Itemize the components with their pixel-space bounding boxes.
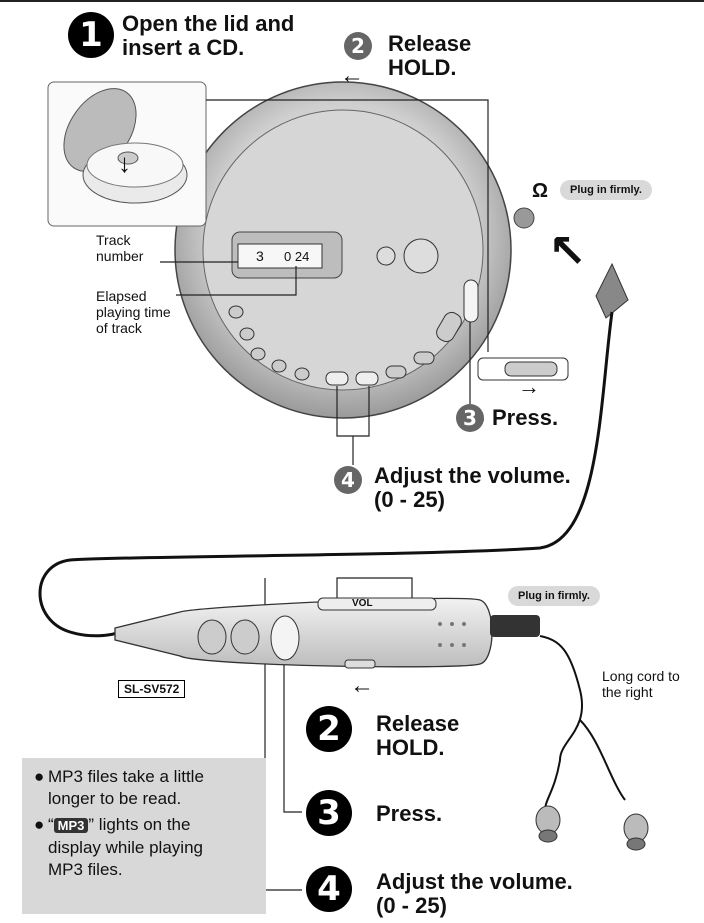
step-3-badge: 3 [456, 404, 484, 432]
arrow-down-icon: ↓ [118, 148, 131, 178]
cd-inset [47, 81, 207, 227]
top-rule [0, 0, 704, 2]
remote-step-3-badge: 3 [306, 790, 352, 836]
step-3-label: Press. [492, 405, 559, 430]
remote-step-3-label: Press. [376, 801, 443, 826]
mp3-note-1-text: MP3 files take a little longer to be rea… [48, 767, 204, 808]
headphone-icon: Ω [532, 180, 549, 202]
remote-control [114, 597, 540, 669]
model-label: SL-SV572 [118, 680, 186, 698]
mp3-note-1: ● MP3 files take a little longer to be r… [34, 767, 204, 808]
arrow-left-icon: ← [350, 672, 374, 699]
mp3-note-box [22, 758, 266, 914]
step-4-badge: 4 [334, 466, 362, 494]
mp3-note-2: ● “MP3” lights on the display while play… [34, 815, 203, 879]
arrow-right-icon: → [518, 374, 540, 399]
remote-step-4-badge: 4 [306, 866, 352, 912]
elapsed-time-label: Elapsed playing time of track [96, 288, 171, 336]
step-1-label: Open the lid and insert a CD. [122, 11, 295, 60]
plug-in-bubble-2: Plug in firmly. [508, 586, 600, 606]
display-track: 3 [256, 248, 264, 264]
mp3-note-2-pre: “ [48, 815, 54, 834]
remote-step-4-label: Adjust the volume. (0 - 25) [376, 869, 573, 918]
track-number-label: Track number [96, 232, 144, 264]
arrow-left-icon: ← [340, 62, 364, 89]
mp3-note-2-post: ” lights on the [88, 815, 191, 834]
long-cord-label: Long cord to the right [602, 668, 680, 700]
vol-label: VOL [352, 598, 373, 609]
step-1-badge: 1 [68, 12, 114, 58]
arrow-up-left-icon: ↖ [548, 225, 587, 277]
remote-step-2-badge: 2 [306, 706, 352, 752]
earbuds [535, 805, 649, 851]
cd-player [174, 81, 569, 419]
plug-in-bubble-1: Plug in firmly. [560, 180, 652, 200]
step-2-badge: 2 [344, 32, 372, 60]
step-4-label: Adjust the volume. (0 - 25) [374, 463, 571, 512]
cable [38, 207, 629, 811]
remote-step-2-label: Release HOLD. [376, 711, 460, 760]
step-2-label: Release HOLD. [388, 31, 472, 80]
display-time: 0 24 [284, 249, 310, 264]
mp3-note-2-rest: display while playing MP3 files. [48, 838, 203, 879]
mp3-tag-icon: MP3 [53, 818, 89, 833]
